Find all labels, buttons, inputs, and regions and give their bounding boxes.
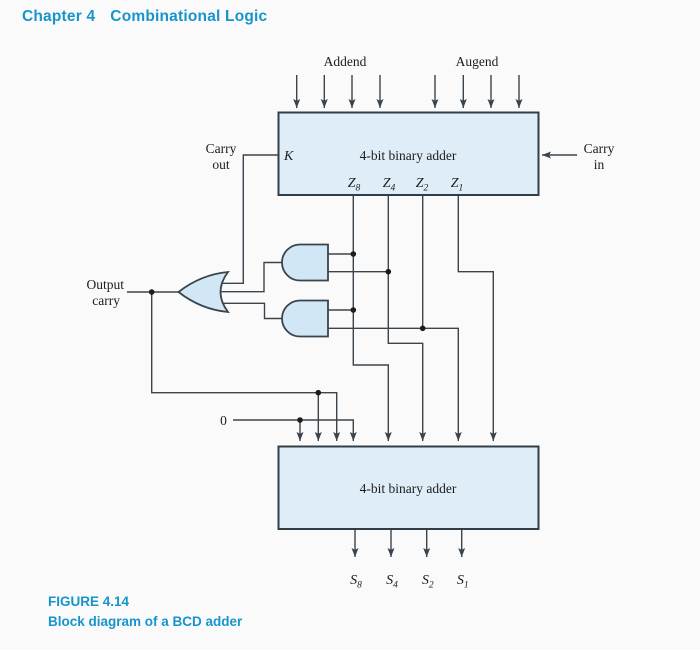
carry-out-label-line2: out (212, 157, 230, 172)
top-adder-block (277, 111, 540, 196)
or-gate (177, 270, 230, 314)
zero-wire (233, 419, 357, 441)
chapter-number: Chapter 4 (22, 8, 96, 25)
and-gate-top (281, 243, 329, 282)
s1-label: S1 (457, 573, 469, 591)
and-bottom-output-wire (221, 302, 283, 320)
and-gate-bottom (281, 299, 329, 338)
junction-dots (148, 251, 426, 423)
junction-dot (385, 268, 392, 275)
carry-in-label-line2: in (594, 157, 605, 172)
top-adder-label: 4-bit binary adder (360, 148, 457, 163)
s2-label: S2 (422, 573, 434, 591)
junction-dot (315, 389, 322, 396)
chapter-title: Combinational Logic (110, 8, 268, 25)
s8-label: S8 (350, 573, 362, 591)
z1-wire (457, 195, 497, 441)
and-top-output-wire (218, 261, 283, 293)
junction-dot (350, 307, 357, 313)
carry-out-label-line1: Carry (206, 141, 237, 156)
bottom-adder-label: 4-bit binary adder (360, 481, 457, 496)
carry-out-wire (221, 154, 279, 284)
output-carry-label-line2: carry (92, 293, 120, 308)
output-carry-label-line1: Output (86, 277, 124, 292)
junction-dot (297, 417, 303, 423)
z8-label: Z8 (348, 176, 361, 194)
augend-label: Augend (456, 54, 499, 69)
addend-label: Addend (324, 54, 367, 69)
junction-dot (419, 325, 426, 332)
carry-in-label-line1: Carry (584, 141, 615, 156)
output-carry-feedback-wire (151, 292, 341, 441)
k-label: K (283, 149, 294, 164)
figure-title: Block diagram of a BCD adder (48, 613, 243, 629)
junction-dot (350, 251, 357, 257)
chapter-header: Chapter 4 Combinational Logic (22, 8, 267, 26)
s4-label: S4 (386, 573, 398, 591)
figure-caption: FIGURE 4.14 Block diagram of a BCD adder (48, 592, 242, 631)
z1-label: Z1 (451, 176, 464, 194)
bottom-adder-block (277, 445, 540, 530)
z8-wire (352, 195, 392, 441)
z4-wire (387, 195, 427, 441)
z4-label: Z4 (383, 176, 396, 194)
diagram-labels: Addend Augend Carry out Carry in K 4-bit… (86, 54, 614, 591)
z2-continuation-and-input-wire (328, 327, 462, 441)
zero-label: 0 (220, 413, 227, 428)
z2-label: Z2 (416, 176, 429, 194)
junction-dot (148, 289, 155, 295)
figure-label: FIGURE 4.14 (48, 594, 130, 609)
